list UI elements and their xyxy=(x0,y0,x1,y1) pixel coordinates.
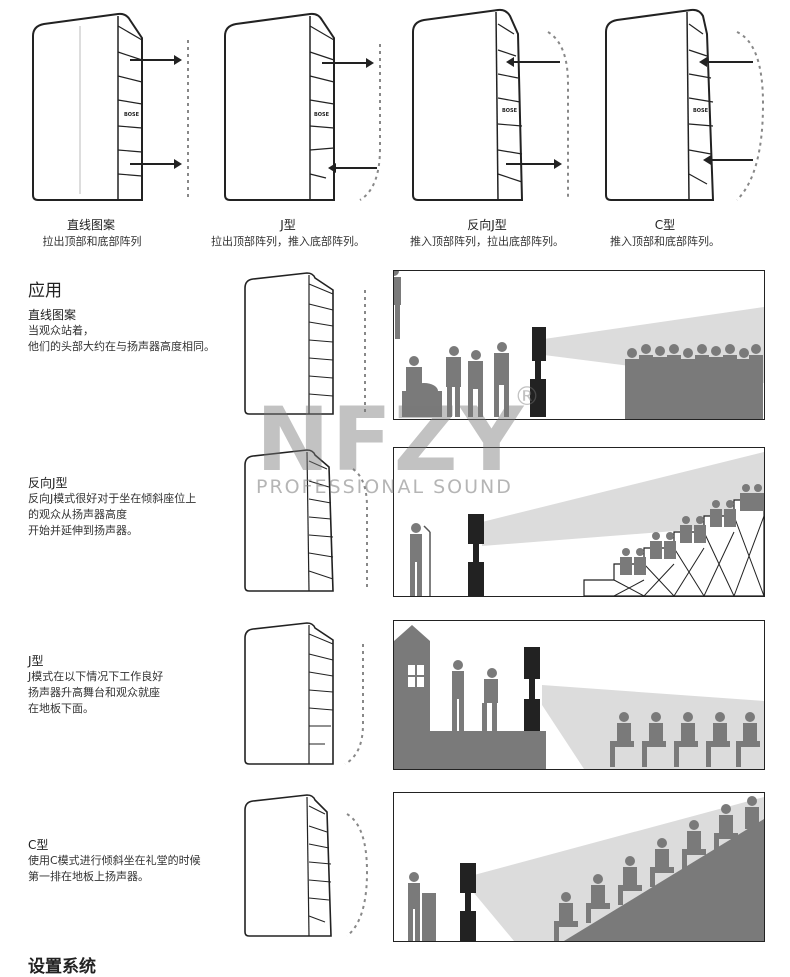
speaker-diagram-reverse-j: BOSE xyxy=(410,4,580,208)
mode-title-j: J型 xyxy=(280,218,296,232)
mode-title-c: C型 xyxy=(654,218,676,232)
scene-raked-seating xyxy=(393,447,765,597)
application-line: 在地板下面。 xyxy=(28,702,94,715)
application-line: 使用C模式进行倾斜坐在礼堂的时候 xyxy=(28,854,201,867)
application-line: 反向J模式很好对于坐在倾斜座位上 xyxy=(28,492,197,505)
application-title: J型 xyxy=(28,654,44,668)
application-line: 开始并延伸到扬声器。 xyxy=(28,524,138,537)
scene-standing-audience xyxy=(393,270,765,420)
application-c-text: C型 使用C模式进行倾斜坐在礼堂的时候 第一排在地板上扬声器。 xyxy=(28,836,201,885)
application-title: 直线图案 xyxy=(28,308,77,322)
section-heading-setup: 设置系统 xyxy=(28,957,96,977)
watermark-registered-mark: ® xyxy=(514,382,540,412)
watermark-tagline: PROFESSIONAL SOUND xyxy=(256,476,513,498)
speaker-diagram-straight: BOSE xyxy=(30,8,190,208)
mode-desc-reverse-j: 推入顶部阵列，拉出底部阵列。 xyxy=(410,235,564,248)
speaker-side-j xyxy=(243,620,373,768)
application-line: 第一排在地板上扬声器。 xyxy=(28,870,149,883)
mode-title-straight: 直线图案 xyxy=(66,218,115,232)
brand-logo: BOSE xyxy=(693,108,709,114)
mode-desc-j: 拉出顶部阵列，推入底部阵列。 xyxy=(211,235,365,248)
application-title: 反向J型 xyxy=(28,476,68,490)
brand-logo: BOSE xyxy=(124,112,140,118)
speaker-side-reverse-j xyxy=(243,447,373,595)
crowd-silhouette xyxy=(394,271,401,339)
mode-desc-c: 推入顶部和底部阵列。 xyxy=(610,235,720,248)
speaker-side-straight xyxy=(243,270,373,418)
scene-raised-stage xyxy=(393,620,765,770)
brand-logo: BOSE xyxy=(314,112,330,118)
application-line: 他们的头部大约在与扬声器高度相同。 xyxy=(28,340,215,353)
application-j-text: J型 J模式在以下情况下工作良好 扬声器升高舞台和观众就座 在地板下面。 xyxy=(28,652,163,717)
speaker-side-c xyxy=(243,792,373,940)
application-straight-text: 直线图案 当观众站着， 他们的头部大约在与扬声器高度相同。 xyxy=(28,306,215,355)
applications-heading: 应用 xyxy=(28,281,62,301)
speaker-diagram-c: BOSE xyxy=(603,4,773,208)
mode-title-reverse-j: 反向J型 xyxy=(467,218,507,232)
brand-logo: BOSE xyxy=(502,108,518,114)
application-line: 的观众从扬声器高度 xyxy=(28,508,127,521)
speaker-diagram-j: BOSE xyxy=(222,8,382,208)
application-line: J模式在以下情况下工作良好 xyxy=(28,670,164,683)
application-line: 扬声器升高舞台和观众就座 xyxy=(28,686,160,699)
application-line: 当观众站着， xyxy=(28,324,94,337)
scene-auditorium-floor xyxy=(393,792,765,942)
application-reverse-j-text: 反向J型 反向J模式很好对于坐在倾斜座位上 的观众从扬声器高度 开始并延伸到扬声… xyxy=(28,474,196,539)
mode-desc-straight: 拉出顶部和底部阵列 xyxy=(42,235,142,248)
watermark-brand: NFZY xyxy=(256,388,526,491)
application-title: C型 xyxy=(28,838,49,852)
